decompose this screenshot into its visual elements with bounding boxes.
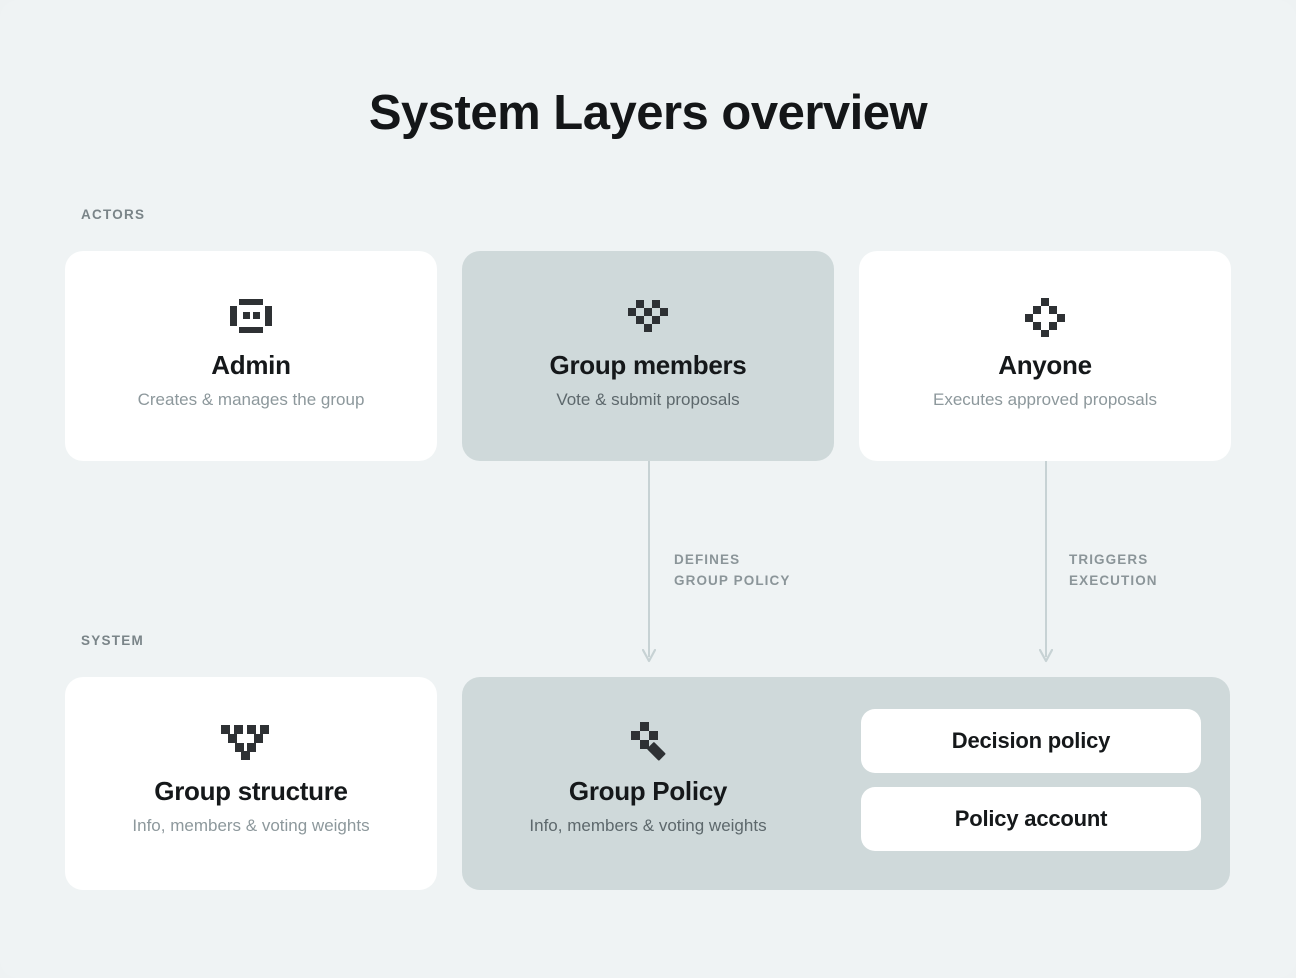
connector-label-defines: DEFINES GROUP POLICY (674, 550, 790, 592)
card-subtitle: Executes approved proposals (933, 390, 1157, 410)
card-subtitle: Info, members & voting weights (132, 816, 369, 836)
card-subtitle: Info, members & voting weights (529, 816, 766, 836)
group-policy-block[interactable]: Group Policy Info, members & voting weig… (462, 677, 834, 890)
policy-item-policy-account[interactable]: Policy account (861, 787, 1201, 851)
card-anyone[interactable]: Anyone Executes approved proposals (859, 251, 1231, 461)
pixel-key-icon (626, 721, 670, 763)
card-group-members[interactable]: Group members Vote & submit proposals (462, 251, 834, 461)
card-subtitle: Creates & manages the group (138, 390, 365, 410)
policy-items-list: Decision policy Policy account (861, 709, 1201, 851)
card-group-policy-panel: Group Policy Info, members & voting weig… (462, 677, 1230, 890)
card-subtitle: Vote & submit proposals (556, 390, 739, 410)
card-title: Admin (211, 351, 290, 380)
pixel-diamond-ring-icon (1024, 295, 1066, 337)
card-title: Anyone (998, 351, 1092, 380)
card-group-structure[interactable]: Group structure Info, members & voting w… (65, 677, 437, 890)
pixel-robot-face-icon (226, 295, 276, 337)
policy-item-decision-policy[interactable]: Decision policy (861, 709, 1201, 773)
connector-label-triggers: TRIGGERS EXECUTION (1069, 550, 1158, 592)
arrowhead-down-icon (1039, 649, 1053, 665)
arrowhead-down-icon (642, 649, 656, 665)
card-title: Group structure (154, 777, 347, 806)
pixel-heart-icon (627, 295, 669, 337)
page-title: System Layers overview (0, 85, 1296, 141)
card-title: Group members (550, 351, 747, 380)
section-label-system: SYSTEM (81, 633, 144, 648)
card-title: Group Policy (569, 777, 727, 806)
pixel-funnel-icon (220, 721, 282, 763)
card-admin[interactable]: Admin Creates & manages the group (65, 251, 437, 461)
section-label-actors: ACTORS (81, 207, 145, 222)
